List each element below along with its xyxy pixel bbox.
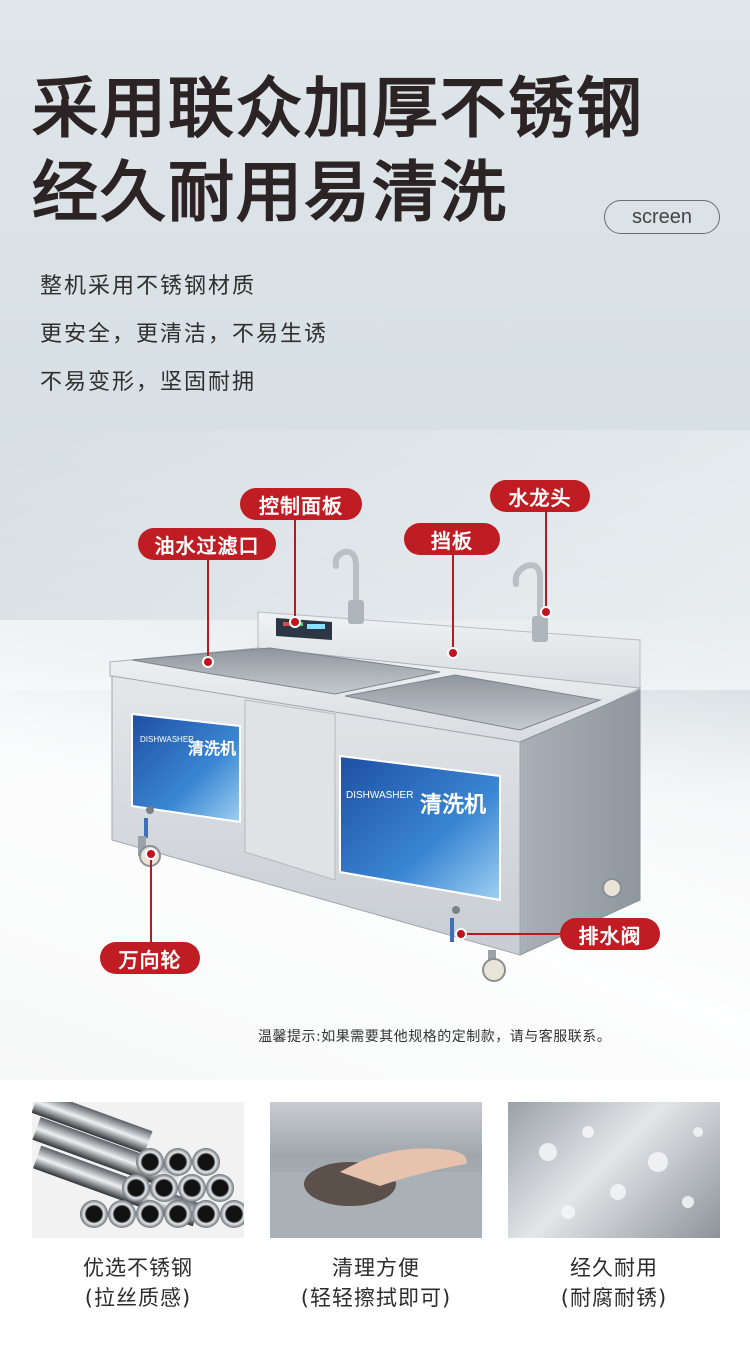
callout-oil-filter: 油水过滤口: [138, 528, 276, 560]
highlight-1-title: 优选不锈钢: [83, 1256, 193, 1280]
headline-line1: 采用联众加厚不锈钢: [32, 70, 644, 147]
highlight-2-subtitle: (轻轻擦拭即可): [300, 1286, 452, 1310]
screen-badge: screen: [604, 200, 720, 234]
leader-drain-valve: [462, 933, 560, 935]
callout-caster: 万向轮: [100, 942, 200, 974]
right-panel-title: 清洗机: [420, 792, 486, 818]
callout-faucet: 水龙头: [490, 480, 590, 512]
marker-caster: [145, 848, 157, 860]
marker-oil-filter: [202, 656, 214, 668]
marker-baffle: [447, 647, 459, 659]
callout-drain-valve: 排水阀: [560, 918, 660, 950]
steel-pipes-image: [32, 1102, 244, 1238]
callout-control-panel: 控制面板: [240, 488, 362, 520]
highlight-3-subtitle: (耐腐耐锈): [560, 1286, 668, 1310]
headline-line2: 经久耐用易清洗: [32, 154, 508, 231]
water-droplets-image: [508, 1102, 720, 1238]
leader-oil-filter: [207, 560, 209, 660]
highlight-3-title: 经久耐用: [570, 1256, 658, 1280]
marker-control-panel: [289, 616, 301, 628]
feature-1: 整机采用不锈钢材质: [40, 274, 257, 299]
leader-faucet: [545, 512, 547, 610]
marker-faucet: [540, 606, 552, 618]
feature-2: 更安全，更清洁，不易生诱: [40, 322, 329, 347]
cleaning-cloth-image: [270, 1102, 482, 1238]
marker-drain-valve: [455, 928, 467, 940]
right-panel-dishwasher: DISHWASHER: [346, 790, 413, 801]
highlight-1-subtitle: (拉丝质感): [84, 1286, 192, 1310]
customization-notice: 温馨提示:如果需要其他规格的定制款，请与客服联系。: [258, 1029, 612, 1045]
leader-control-panel: [294, 520, 296, 620]
leader-baffle: [452, 555, 454, 651]
callout-baffle: 挡板: [404, 523, 500, 555]
dishwasher-machine-illustration: 清洗机 DISHWASHER 清洗机 DISHWASHER: [109, 548, 642, 982]
feature-3: 不易变形，坚固耐拥: [40, 370, 257, 395]
left-panel-title: 清洗机: [188, 739, 236, 758]
left-panel-dishwasher: DISHWASHER: [140, 735, 194, 744]
highlight-2-title: 清理方便: [332, 1256, 420, 1280]
leader-caster: [150, 856, 152, 942]
